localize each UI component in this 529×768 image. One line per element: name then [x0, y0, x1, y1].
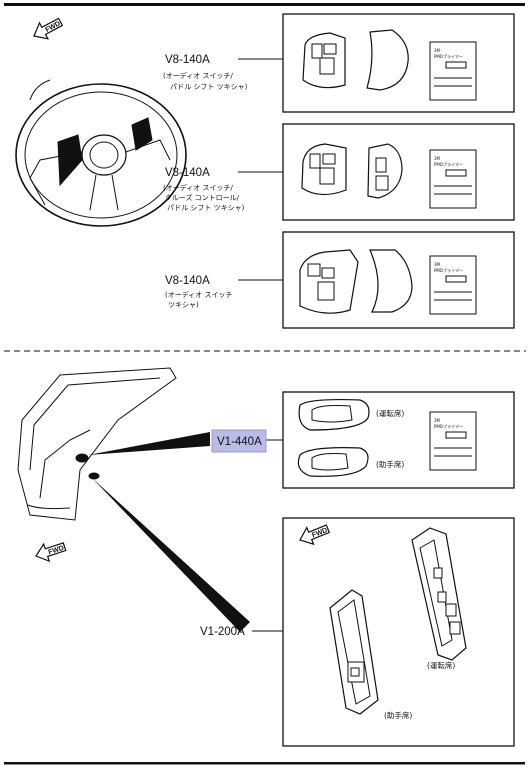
highlight-v1-440a: [211, 429, 267, 453]
steering-wheel-illustration: [15, 79, 187, 227]
desc-steering-bottom-2: ツキシャ): [168, 301, 199, 309]
card-text-3b: PMDプライマー: [434, 267, 463, 273]
desc-steering-mid-2: クルーズ コントロール/: [165, 193, 240, 202]
part-code-steering-top: V8-140A: [165, 54, 210, 66]
primer-card-4: 3M PMDプライマー: [429, 411, 477, 471]
pointer-wedge-switch: [92, 478, 250, 632]
fwd-arrow-icon: FWD: [33, 17, 64, 40]
desc-steering-top-2: パドル シフト ツキシャ): [170, 83, 248, 91]
pointer-wedge-inner-handle: [88, 432, 210, 455]
part-code-door-inner: V1-440A: [217, 436, 262, 448]
card-text-4a: 3M: [434, 418, 441, 423]
desc-steering-top-1: (オーディオ スイッチ/: [163, 71, 233, 80]
side-label-passenger-2: (助手席): [384, 710, 412, 720]
fwd-arrow-icon: FWD: [35, 542, 67, 563]
kit-box-door-switch: FWD (運転席) (助手席): [282, 517, 515, 747]
card-text-2b: PMDプライマー: [434, 161, 463, 167]
desc-steering-mid-1: (オーディオ スイッチ/: [163, 183, 233, 192]
top-rule: [4, 3, 525, 6]
kit-box-steering-mid: 3M PMDプライマー: [282, 123, 515, 221]
card-text-3a: 3M: [434, 262, 441, 267]
card-text-2a: 3M: [434, 156, 441, 161]
kit-box-steering-top: 3M PMDプライマー: [282, 13, 515, 113]
part-code-steering-bottom: V8-140A: [165, 275, 210, 287]
leader-lines: [238, 58, 283, 632]
card-text-1b: PMDプライマー: [434, 53, 463, 59]
desc-steering-bottom-1: (オーディオ スイッチ: [165, 290, 232, 299]
card-text-4b: PMDプライマー: [434, 423, 463, 429]
primer-card-2: 3M PMDプライマー: [429, 149, 477, 209]
side-label-passenger-1: (助手席): [376, 459, 404, 469]
fwd-label: FWD: [48, 545, 65, 557]
desc-steering-mid-3: パドル シフト ツキシャ): [167, 204, 245, 212]
primer-card-3: 3M PMDプライマー: [429, 255, 477, 315]
door-illustration: [17, 367, 177, 521]
kit-box-door-inner: (運転席) (助手席) 3M PMDプライマー: [282, 391, 515, 489]
side-label-driver-2: (運転席): [427, 660, 455, 670]
fwd-label: FWD: [44, 20, 61, 34]
card-text-1a: 3M: [434, 48, 441, 53]
kit-box-steering-bottom: 3M PMDプライマー: [282, 231, 515, 329]
primer-card-1: 3M PMDプライマー: [429, 41, 477, 101]
side-label-driver-1: (運転席): [376, 408, 404, 418]
bottom-rule: [4, 762, 525, 765]
part-code-door-switch: V1-200A: [200, 626, 245, 638]
part-code-steering-mid: V8-140A: [165, 167, 210, 179]
